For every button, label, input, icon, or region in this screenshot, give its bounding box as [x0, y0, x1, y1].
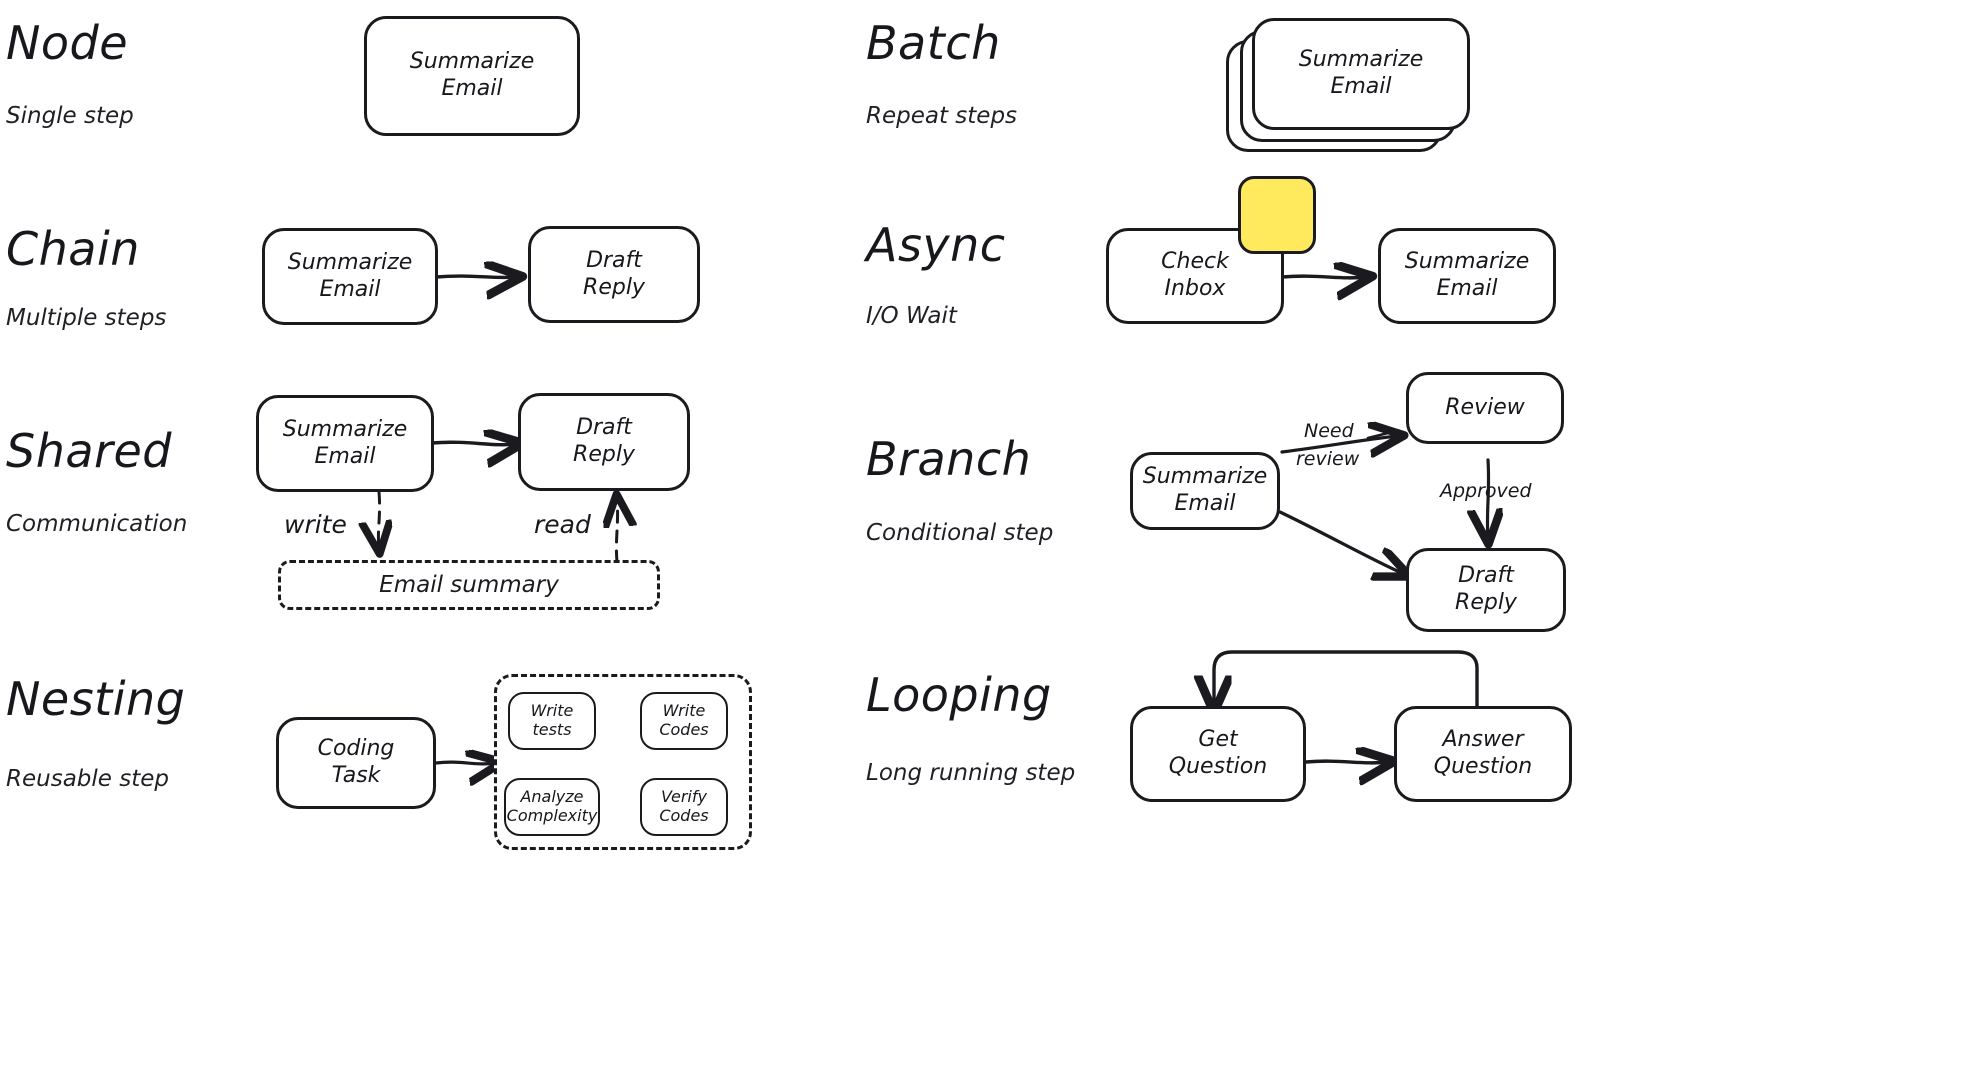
chain-arrow	[434, 276, 516, 277]
chain-node-draft-reply[interactable]: Draft Reply	[528, 226, 700, 323]
pattern-title-shared: Shared	[6, 424, 172, 478]
node-summarize-email[interactable]: Summarize Email	[364, 16, 580, 136]
pattern-subtitle-nesting: Reusable step	[6, 766, 169, 792]
node-label: Draft Reply	[1455, 563, 1517, 615]
branch-node-summarize-email[interactable]: Summarize Email	[1130, 452, 1280, 530]
pattern-subtitle-looping: Long running step	[866, 760, 1076, 786]
pattern-subtitle-branch: Conditional step	[866, 520, 1054, 546]
node-label: Draft Reply	[573, 415, 635, 467]
pattern-title-branch: Branch	[866, 432, 1032, 486]
pattern-title-nesting: Nesting	[6, 672, 186, 726]
nesting-node-verify-codes[interactable]: Verify Codes	[640, 778, 728, 836]
branch-edge-label-approved: Approved	[1440, 480, 1532, 502]
node-label: Answer Question	[1433, 727, 1533, 779]
node-label: Analyze Complexity	[506, 787, 598, 825]
branch-direct-arrow	[1278, 510, 1404, 574]
node-label: Summarize Email	[1404, 249, 1530, 301]
nesting-entry-arrow	[434, 762, 496, 764]
node-label: Summarize Email	[409, 49, 535, 101]
node-label: Coding Task	[317, 736, 395, 788]
async-node-summarize-email[interactable]: Summarize Email	[1378, 228, 1556, 324]
node-label: Draft Reply	[583, 247, 645, 300]
branch-label-tick	[1366, 430, 1394, 440]
shared-write-label: write	[284, 510, 347, 539]
shared-node-draft-reply[interactable]: Draft Reply	[518, 393, 690, 491]
pattern-subtitle-shared: Communication	[6, 511, 188, 537]
branch-node-draft-reply[interactable]: Draft Reply	[1406, 548, 1566, 632]
looping-node-answer-question[interactable]: Answer Question	[1394, 706, 1572, 802]
store-label: Email summary	[379, 572, 559, 598]
async-node-check-inbox[interactable]: Check Inbox	[1106, 228, 1284, 324]
node-label: Review	[1445, 394, 1525, 420]
async-arrow	[1280, 276, 1366, 278]
pattern-title-chain: Chain	[6, 222, 140, 276]
chain-node-summarize-email[interactable]: Summarize Email	[262, 228, 438, 325]
batch-card-front[interactable]: Summarize Email	[1252, 18, 1470, 130]
node-label: Verify Codes	[659, 787, 709, 825]
looping-node-get-question[interactable]: Get Question	[1130, 706, 1306, 802]
node-label: Summarize Email	[282, 416, 408, 469]
pattern-subtitle-batch: Repeat steps	[866, 103, 1018, 129]
shared-node-summarize-email[interactable]: Summarize Email	[256, 395, 434, 492]
node-label: Summarize Email	[1142, 464, 1268, 516]
branch-edge-label-need: Need	[1304, 420, 1354, 442]
nesting-node-write-codes[interactable]: Write Codes	[640, 692, 728, 750]
nesting-node-write-tests[interactable]: Write tests	[508, 692, 596, 750]
shared-store-email-summary[interactable]: Email summary	[278, 560, 660, 610]
nesting-node-coding-task[interactable]: Coding Task	[276, 717, 436, 809]
clock-icon	[1238, 176, 1316, 254]
node-label: Write Codes	[659, 701, 709, 739]
pattern-title-node: Node	[6, 16, 129, 70]
nesting-node-analyze-complexity[interactable]: Analyze Complexity	[504, 778, 600, 836]
pattern-title-async: Async	[866, 218, 1006, 272]
pattern-subtitle-node: Single step	[6, 103, 134, 129]
shared-main-arrow	[430, 442, 516, 445]
shared-write-arrow	[378, 490, 379, 548]
shared-read-label: read	[534, 510, 591, 539]
shared-read-arrow	[616, 500, 617, 564]
node-label: Summarize Email	[287, 249, 413, 302]
node-label: Summarize Email	[1298, 47, 1424, 99]
node-label: Check Inbox	[1161, 249, 1229, 301]
pattern-title-looping: Looping	[866, 668, 1052, 722]
pattern-subtitle-chain: Multiple steps	[6, 305, 167, 331]
node-label: Get Question	[1168, 727, 1268, 779]
pattern-title-batch: Batch	[866, 16, 1001, 70]
branch-node-review[interactable]: Review	[1406, 372, 1564, 444]
node-label: Write tests	[530, 701, 574, 739]
branch-edge-label-review: review	[1296, 448, 1360, 470]
pattern-subtitle-async: I/O Wait	[866, 303, 957, 329]
looping-forward-arrow	[1304, 761, 1388, 763]
